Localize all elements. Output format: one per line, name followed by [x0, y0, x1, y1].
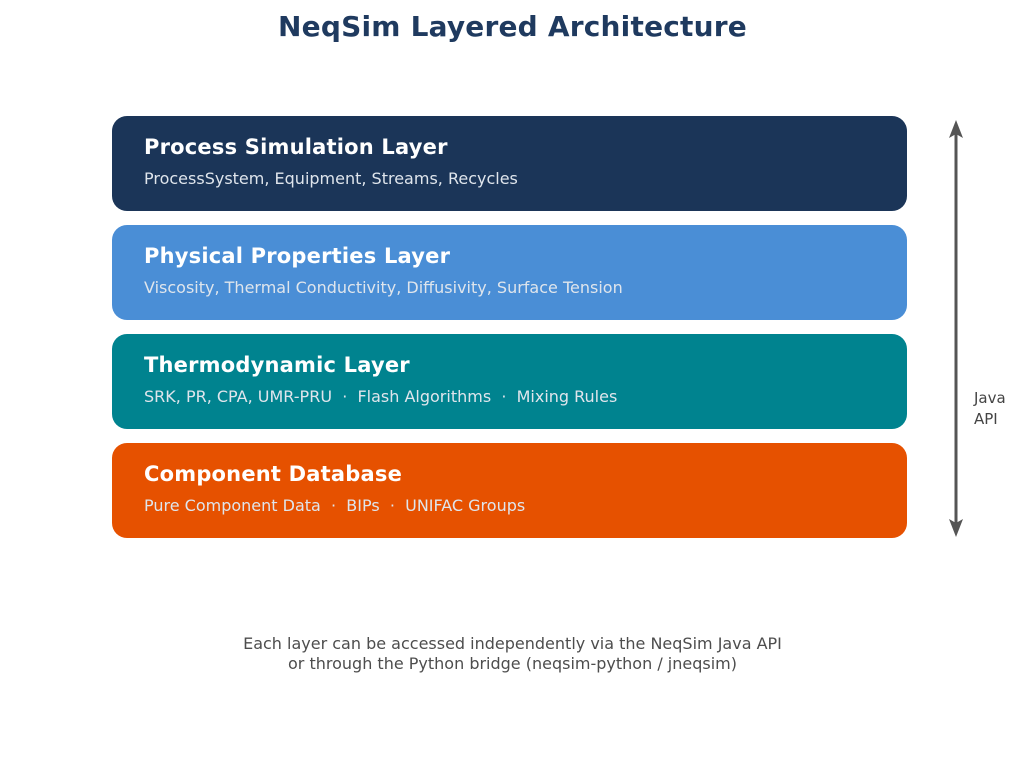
page-title: NeqSim Layered Architecture: [278, 10, 747, 43]
layer-title: Process Simulation Layer: [144, 135, 448, 159]
java-api-annotation: Java API: [930, 116, 1025, 546]
layer-title: Thermodynamic Layer: [144, 353, 410, 377]
double-headed-vertical-arrow-icon: [949, 120, 963, 537]
layer-card-process-simulation[interactable]: Process Simulation Layer ProcessSystem, …: [112, 116, 907, 211]
layer-subtitle: ProcessSystem, Equipment, Streams, Recyc…: [144, 169, 518, 188]
layer-stack: Process Simulation Layer ProcessSystem, …: [112, 116, 907, 538]
layer-title: Component Database: [144, 462, 403, 486]
layer-card-physical-properties[interactable]: Physical Properties Layer Viscosity, The…: [112, 225, 907, 320]
layer-subtitle: Viscosity, Thermal Conductivity, Diffusi…: [144, 278, 623, 297]
layer-card-thermodynamic[interactable]: Thermodynamic Layer SRK, PR, CPA, UMR-PR…: [112, 334, 907, 429]
footer-note: Each layer can be accessed independently…: [243, 634, 782, 673]
layer-title: Physical Properties Layer: [144, 244, 451, 268]
java-api-label: Java API: [974, 389, 1006, 428]
layer-subtitle: Pure Component Data · BIPs · UNIFAC Grou…: [144, 496, 526, 515]
layer-card-component-database[interactable]: Component Database Pure Component Data ·…: [112, 443, 907, 538]
layer-subtitle: SRK, PR, CPA, UMR-PRU · Flash Algorithms…: [144, 387, 618, 406]
